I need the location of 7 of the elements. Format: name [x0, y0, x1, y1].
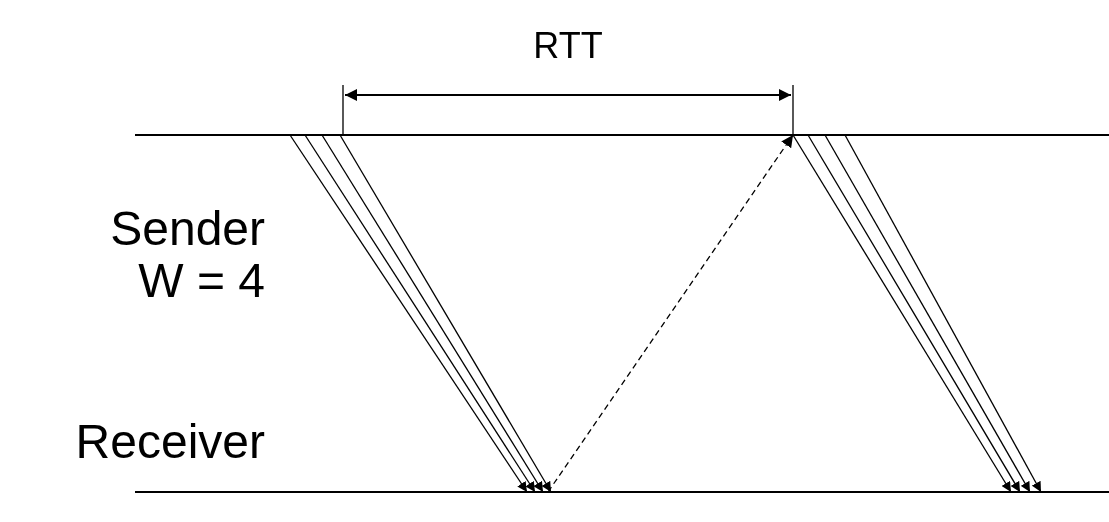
timeline-line [135, 491, 1109, 493]
dimension-label: RTT [533, 28, 603, 64]
timeline-label: W = 4 [138, 257, 265, 305]
timeline-line [135, 134, 1109, 136]
arrow [547, 134, 794, 493]
timeline-label: Sender [110, 205, 265, 253]
timeline-label: Receiver [75, 418, 265, 466]
